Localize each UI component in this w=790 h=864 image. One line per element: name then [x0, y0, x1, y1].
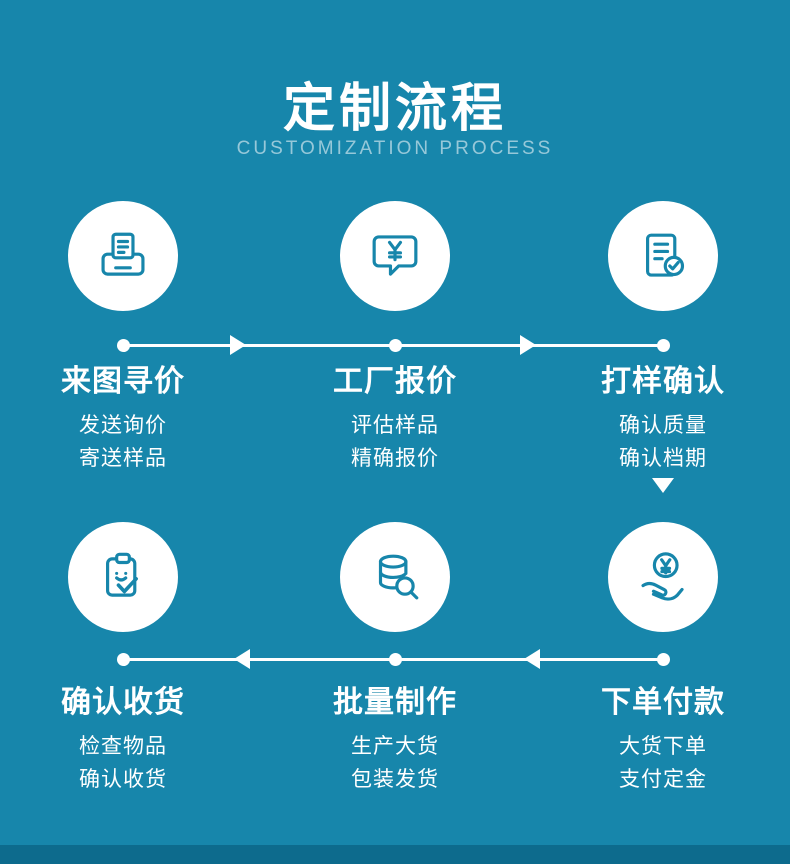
step-desc: 生产大货 包装发货 [275, 730, 515, 796]
step-4: 下单付款 大货下单 支付定金 [543, 522, 783, 796]
fax-document-icon [101, 232, 145, 276]
step-line: 寄送样品 [79, 447, 167, 470]
step-2-circle [340, 201, 450, 311]
step-title: 来图寻价 [61, 365, 185, 398]
step-title: 打样确认 [601, 365, 725, 398]
flow-dot [389, 339, 402, 352]
hand-coin-payment-icon [641, 552, 684, 601]
page-subtitle: CUSTOMIZATION PROCESS [236, 138, 554, 159]
step-1: 来图寻价 发送询价 寄送样品 [3, 201, 243, 475]
arrow-down-icon [652, 478, 674, 493]
flow-dot [117, 653, 130, 666]
step-6-circle [68, 522, 178, 632]
step-line: 确认质量 [619, 414, 707, 437]
step-line: 检查物品 [79, 735, 167, 758]
step-line: 发送询价 [79, 414, 167, 437]
step-title: 工厂报价 [333, 365, 457, 398]
flow-dot [657, 653, 670, 666]
step-title: 下单付款 [601, 686, 725, 719]
step-desc: 大货下单 支付定金 [543, 730, 783, 796]
price-quote-bubble-icon [372, 235, 418, 276]
step-line: 包装发货 [351, 768, 439, 791]
step-1-circle [68, 201, 178, 311]
page-title: 定制流程 [282, 80, 507, 138]
arrow-left-icon [524, 649, 540, 669]
step-desc: 确认质量 确认档期 [543, 409, 783, 475]
arrow-left-icon [234, 649, 250, 669]
bottom-strip [0, 845, 790, 864]
arrow-right-icon [230, 335, 246, 355]
flow-dot [117, 339, 130, 352]
step-line: 确认档期 [619, 447, 707, 470]
flow-dot [389, 653, 402, 666]
step-desc: 发送询价 寄送样品 [3, 409, 243, 475]
step-line: 大货下单 [619, 735, 707, 758]
arrow-right-icon [520, 335, 536, 355]
database-search-icon [378, 554, 419, 600]
step-5: 批量制作 生产大货 包装发货 [275, 522, 515, 796]
step-line: 确认收货 [79, 768, 167, 791]
step-5-circle [340, 522, 450, 632]
step-line: 评估样品 [351, 414, 439, 437]
flow-dot [657, 339, 670, 352]
step-desc: 检查物品 确认收货 [3, 730, 243, 796]
step-4-circle [608, 522, 718, 632]
clipboard-check-icon [106, 552, 138, 597]
step-desc: 评估样品 精确报价 [275, 409, 515, 475]
step-line: 精确报价 [351, 447, 439, 470]
step-line: 支付定金 [619, 768, 707, 791]
step-3-circle [608, 201, 718, 311]
step-title: 确认收货 [61, 686, 185, 719]
step-6: 确认收货 检查物品 确认收货 [3, 522, 243, 796]
document-check-icon [646, 233, 685, 277]
step-title: 批量制作 [333, 686, 457, 719]
step-line: 生产大货 [351, 735, 439, 758]
step-2: 工厂报价 评估样品 精确报价 [275, 201, 515, 475]
step-3: 打样确认 确认质量 确认档期 [543, 201, 783, 475]
